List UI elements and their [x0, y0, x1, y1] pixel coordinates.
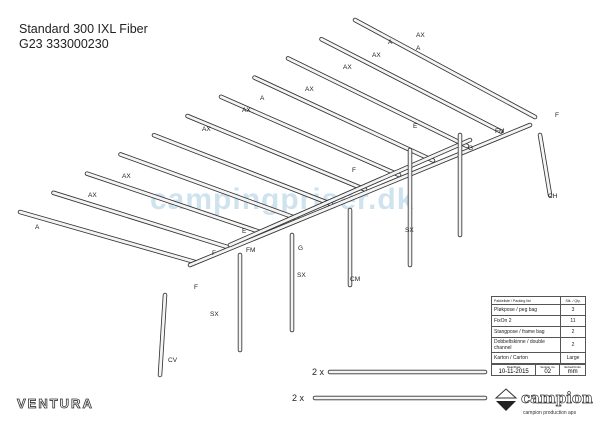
roof-rafter	[185, 113, 368, 192]
part-label-sx: SX	[405, 227, 414, 234]
part-label-sx: SX	[297, 272, 306, 279]
date: 10-11-2015	[498, 369, 529, 375]
upright-leg	[157, 292, 168, 378]
campion-logo: campion	[521, 389, 594, 407]
product-title: Standard 300 IXL Fiber	[19, 22, 148, 36]
roof-rafter	[17, 209, 198, 265]
part-label-a: A	[260, 95, 265, 102]
roof-rafter	[151, 132, 334, 207]
part-label-ax: AX	[416, 32, 425, 39]
extra-pole-qty-2: 2 x	[292, 393, 305, 403]
upright-leg	[537, 132, 553, 198]
part-label-f: F	[212, 250, 216, 257]
part-label-ax: AX	[343, 64, 352, 71]
product-code: G23 333000230	[19, 37, 109, 51]
qty-header: Stk. / Qty.	[560, 296, 586, 305]
part-label-g: G	[298, 245, 303, 252]
part-label-cm: CM	[350, 276, 360, 283]
part-label-ch: CH	[548, 193, 558, 200]
part-label-g: G	[468, 145, 473, 152]
roof-rafter	[51, 190, 232, 250]
part-label-ax: AX	[372, 52, 381, 59]
part-label-a: A	[388, 39, 393, 46]
part-label-e: E	[242, 228, 247, 235]
part-label-f: F	[194, 284, 198, 291]
roof-rafter	[285, 56, 470, 149]
packing-header: Pakkeliste / Packing list	[491, 296, 561, 305]
middle-bar	[227, 137, 473, 248]
part-label-ax: AX	[305, 86, 314, 93]
roof-rafter	[252, 75, 436, 163]
title-block: Standard 300 IXL Fiber G23 333000230	[19, 22, 148, 52]
part-label-f: F	[352, 167, 356, 174]
part-label-ax: AX	[202, 126, 211, 133]
version: 02	[544, 369, 552, 375]
front-bar	[187, 122, 533, 268]
roof-rafter	[352, 17, 538, 120]
part-label-sx: SX	[210, 311, 219, 318]
part-label-cv: CV	[168, 357, 178, 364]
roof-rafter	[118, 152, 300, 221]
part-label-fm: FM	[495, 128, 504, 135]
part-label-ax: AX	[242, 107, 251, 114]
part-label-ax: AX	[88, 192, 97, 199]
part-label-e: E	[413, 123, 418, 130]
extra-pole-qty-1: 2 x	[312, 367, 325, 377]
part-label-ax: AX	[122, 173, 131, 180]
roof-rafter	[218, 94, 402, 178]
part-label-a: A	[35, 224, 40, 231]
units: mm	[567, 369, 578, 375]
part-label-a: A	[416, 45, 421, 52]
ventura-logo: VENTURA	[17, 396, 94, 412]
campion-tagline: campion production aps	[523, 410, 577, 416]
part-label-f: F	[555, 112, 559, 119]
part-label-fm: FM	[246, 247, 255, 254]
roof-rafter	[84, 171, 266, 236]
roof-rafter	[319, 36, 504, 134]
